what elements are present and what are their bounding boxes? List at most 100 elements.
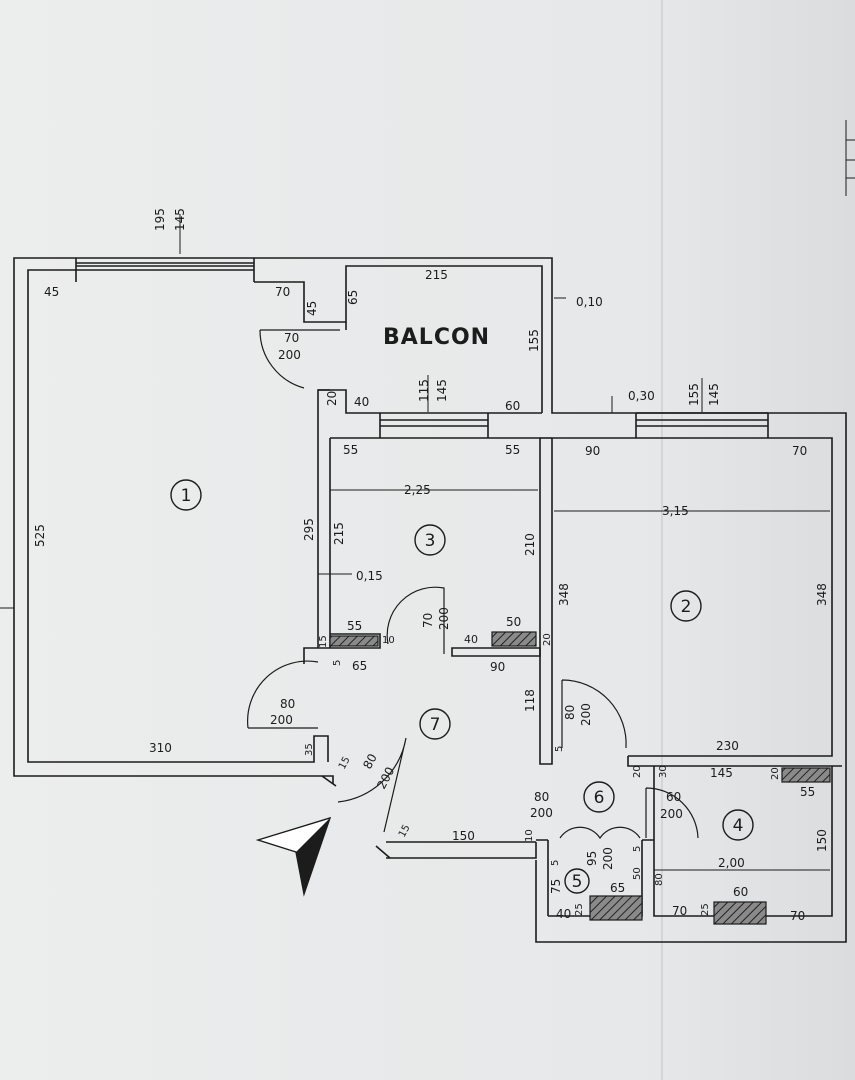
dim-r3-offset: 0,15 — [356, 569, 383, 583]
closets — [329, 631, 831, 925]
dimension-lines — [0, 214, 830, 871]
margin-table — [845, 120, 855, 196]
dim-balcony-depth: 155 — [527, 329, 541, 352]
door-swings — [247, 329, 699, 840]
svg-text:1: 1 — [181, 486, 192, 506]
dim-balc-wall-b: 65 — [346, 290, 360, 305]
dim-door6-height: 200 — [530, 806, 553, 820]
room-5-marker: 5 — [564, 868, 590, 894]
dim-r5-door-h: 200 — [601, 847, 615, 870]
dim-r4-d: 20 — [770, 767, 781, 780]
dim-h-e: 5 — [554, 746, 565, 752]
dim-r1-top-left: 45 — [44, 285, 59, 299]
balcony-label: BALCON — [383, 325, 490, 350]
dim-door6-width: 80 — [534, 790, 549, 804]
dim-r3-closet-left: 55 — [347, 619, 362, 633]
dim-r4-height: 150 — [815, 829, 829, 852]
dim-r2-bottom: 230 — [716, 739, 739, 753]
room-7-marker: 7 — [419, 708, 451, 740]
dim-r3-top-right: 55 — [505, 443, 520, 457]
dim-r1-bottom: 310 — [149, 741, 172, 755]
dim-balcony-width: 215 — [425, 268, 448, 282]
dim-door4-width: 60 — [666, 790, 681, 804]
dim-door1-width: 70 — [284, 331, 299, 345]
dim-door4-height: 200 — [660, 807, 683, 821]
dim-r4-g: 60 — [733, 885, 748, 899]
dim-r3-closet-c: 40 — [464, 633, 478, 646]
dim-entry-w: 80 — [360, 751, 380, 771]
dim-h-b: 65 — [352, 659, 367, 673]
dim-r1-height: 525 — [33, 524, 47, 547]
dim-r4-width: 2,00 — [718, 856, 745, 870]
dim-r1-top-right: 70 — [275, 285, 290, 299]
dim-balc-wall-d: 40 — [354, 395, 369, 409]
dim-r3-door-w: 70 — [421, 613, 435, 628]
dim-r1-side: 295 — [302, 518, 316, 541]
dim-offset-030: 0,30 — [628, 389, 655, 403]
room-1-marker: 1 — [170, 479, 202, 511]
dim-bottom-a: 15 — [397, 823, 413, 839]
dimension-labels: 215 0,10 45 70 70 200 40 60 0,30 90 70 5… — [44, 268, 815, 923]
svg-text:7: 7 — [430, 715, 441, 735]
dim-r5-door-w: 95 — [585, 851, 599, 866]
dim-door7-width: 80 — [280, 697, 295, 711]
dim-door7-height: 200 — [270, 713, 293, 727]
dim-door2-height: 200 — [579, 703, 593, 726]
dim-r5-c: 50 — [632, 867, 643, 880]
dim-r5-a: 5 — [550, 860, 561, 866]
dim-r3-width: 2,25 — [404, 483, 431, 497]
dim-r5-b: 5 — [632, 846, 643, 852]
dim-r5-side: 75 — [549, 879, 563, 894]
dim-window3-b: 145 — [435, 379, 449, 402]
dim-r5-f: 65 — [610, 881, 625, 895]
dim-r3-closet-b: 15 — [318, 635, 329, 648]
dim-entry-a: 15 — [337, 755, 353, 771]
dim-r2-width: 3,15 — [662, 504, 689, 518]
dim-r2-left: 348 — [557, 583, 571, 606]
dim-window2-b: 145 — [707, 383, 721, 406]
dim-r3-door-h: 200 — [437, 607, 451, 630]
dim-r4-b: 30 — [658, 765, 669, 778]
dim-h-a: 5 — [332, 660, 343, 666]
dim-door1-height: 200 — [278, 348, 301, 362]
dim-balc-wall-c: 20 — [325, 391, 339, 406]
svg-text:3: 3 — [425, 531, 436, 551]
dim-balcony-offset: 0,10 — [576, 295, 603, 309]
svg-text:2: 2 — [681, 597, 692, 617]
dim-h-d: 118 — [523, 689, 537, 712]
dim-r3-top-left: 55 — [343, 443, 358, 457]
dim-r4-j: 70 — [790, 909, 805, 923]
dim-r3-side: 210 — [523, 533, 537, 556]
vertical-dimension-labels: 195 145 45 65 155 20 115 145 155 145 525… — [33, 208, 829, 916]
svg-text:4: 4 — [733, 816, 744, 836]
dim-r4-h: 70 — [672, 904, 687, 918]
dim-door2-width: 80 — [563, 705, 577, 720]
dim-r3-closet-a: 10 — [382, 635, 395, 646]
dim-r4-e: 55 — [800, 785, 815, 799]
dim-bottom-b: 10 — [524, 829, 535, 842]
room-4-marker: 4 — [722, 809, 754, 841]
dim-r3-win-right: 60 — [505, 399, 520, 413]
walls — [13, 257, 847, 943]
dim-r2-right: 348 — [815, 583, 829, 606]
dim-r5-d: 25 — [574, 903, 585, 916]
dim-window1-a: 195 — [153, 208, 167, 231]
dim-window1-b: 145 — [173, 208, 187, 231]
room-3-marker: 3 — [414, 524, 446, 556]
dim-r4-a: 20 — [632, 765, 643, 778]
dim-balc-wall-a: 45 — [305, 301, 319, 316]
dim-r4-i: 25 — [700, 903, 711, 916]
dim-r3-wall-a: 215 — [332, 522, 346, 545]
svg-text:5: 5 — [572, 872, 583, 892]
dim-r4-f: 80 — [654, 873, 665, 886]
dim-r3-closet-d: 20 — [542, 633, 553, 646]
room-6-marker: 6 — [583, 781, 615, 813]
dim-h-f: 35 — [304, 743, 315, 756]
svg-text:6: 6 — [594, 788, 605, 808]
dim-window3-a: 115 — [417, 379, 431, 402]
dim-r3-closet-right: 50 — [506, 615, 521, 629]
north-arrow-icon — [255, 816, 332, 897]
dim-h-c: 90 — [490, 660, 505, 674]
